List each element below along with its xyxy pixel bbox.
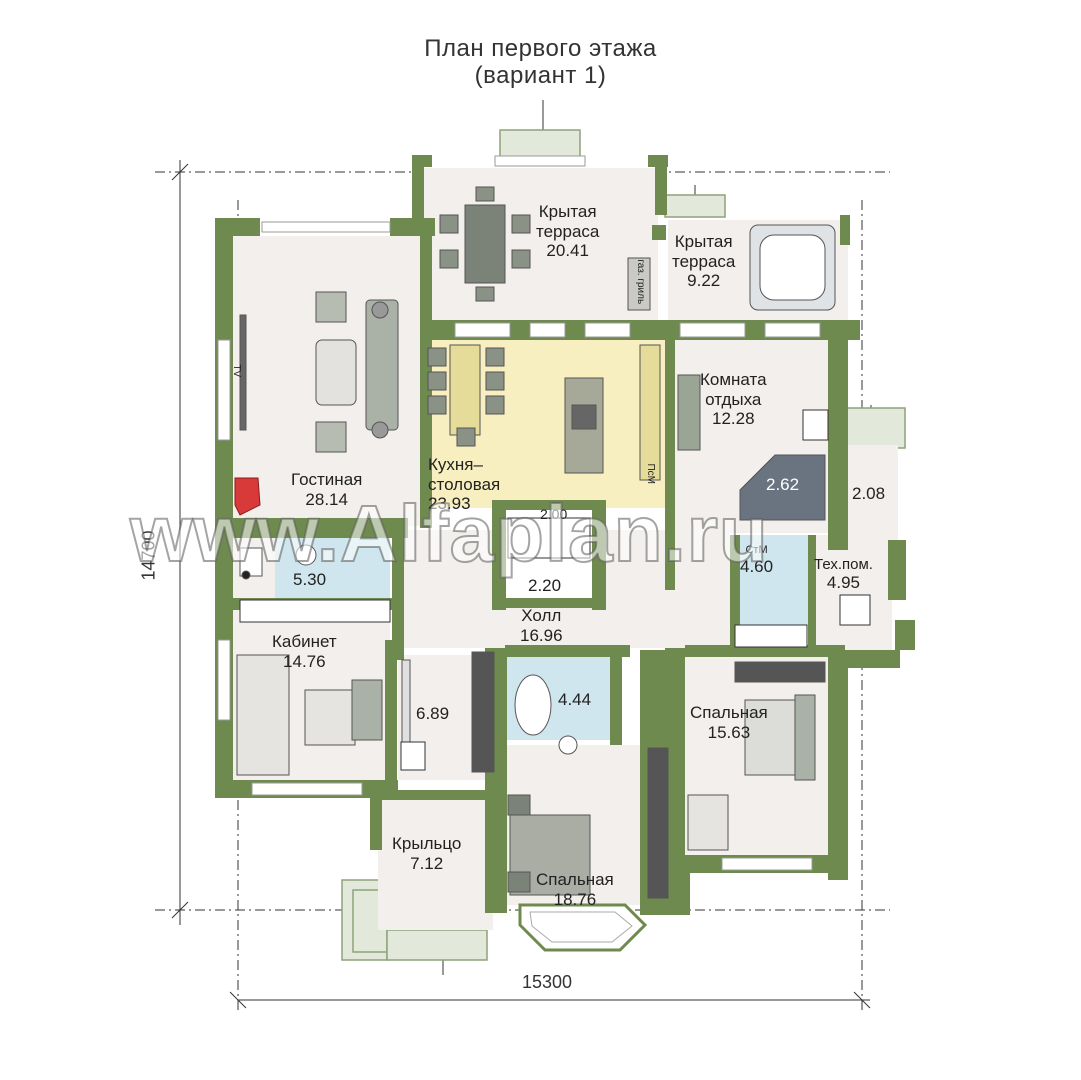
room-area: 2.08 <box>852 484 886 503</box>
room-area: 4.44 <box>558 690 592 709</box>
bay-window <box>518 903 648 952</box>
room-bath: 4.44 <box>558 690 591 710</box>
room-pantry: 2.00 <box>540 506 567 523</box>
room-area: 2.62 <box>766 475 800 494</box>
room-name: Спальная <box>690 703 768 722</box>
grill-label: газ. гриль <box>635 259 647 305</box>
room-wc: 5.30 <box>293 570 326 590</box>
room-area: 7.12 <box>410 853 444 873</box>
room-area: 9.22 <box>687 271 721 291</box>
room-porch-small: 2.08 <box>852 484 885 504</box>
room-name: Холл <box>521 606 562 625</box>
tv-label: TV <box>231 364 243 378</box>
room-name: СтМ <box>745 544 768 556</box>
plan-title-line2: (вариант 1) <box>474 62 607 89</box>
room-area: 23.93 <box>428 494 471 514</box>
room-name: Гостиная <box>291 470 363 489</box>
room-living: Гостиная 28.14 <box>291 470 362 509</box>
room-rest: Комната отдыха 12.28 <box>700 370 767 429</box>
room-wardrobe: 2.20 <box>528 576 561 596</box>
room-name: Крытая терраса <box>672 232 736 271</box>
room-area: 28.14 <box>305 489 348 509</box>
room-tech: Тех.пом. 4.95 <box>814 556 873 593</box>
room-area: 14.76 <box>283 651 326 671</box>
room-area: 2.00 <box>540 506 568 522</box>
room-name: Кабинет <box>272 632 337 651</box>
room-name: Крыльцо <box>392 834 462 853</box>
room-closet: 6.89 <box>416 704 449 724</box>
room-name: Спальная <box>536 870 614 889</box>
room-area: 4.95 <box>826 573 861 593</box>
windows <box>217 155 821 871</box>
room-porch: Крыльцо 7.12 <box>392 834 461 873</box>
room-area: 16.96 <box>520 625 563 645</box>
room-name: Тех.пом. <box>814 556 873 573</box>
furniture <box>234 186 871 899</box>
room-name: Кухня– столовая <box>428 455 501 494</box>
watermark: www.Alfaplan.ru <box>129 488 769 579</box>
room-name: Крытая терраса <box>536 202 600 241</box>
dishwasher-label: ПсМ <box>645 463 657 485</box>
room-terrace-small: Крытая терраса 9.22 <box>672 232 735 291</box>
room-area: 15.63 <box>707 722 751 742</box>
room-area: 20.41 <box>546 241 589 261</box>
room-area: 4.60 <box>740 556 774 576</box>
room-bedroom-bottom: Спальная 18.76 <box>536 870 614 909</box>
room-laundry: СтМ 4.60 <box>740 544 773 576</box>
room-hall: Холл 16.96 <box>520 606 563 645</box>
room-area: 12.28 <box>712 409 755 429</box>
room-terrace-large: Крытая терраса 20.41 <box>536 202 599 261</box>
room-sauna: 2.62 <box>766 475 799 495</box>
room-area: 5.30 <box>293 570 327 589</box>
room-office: Кабинет 14.76 <box>272 632 337 671</box>
room-bedroom-right: Спальная 15.63 <box>690 703 768 742</box>
room-name: Комната отдыха <box>700 370 767 409</box>
room-area: 2.20 <box>528 576 562 595</box>
room-kitchen: Кухня– столовая 23.93 <box>428 455 500 514</box>
plan-title-line1: План первого этажа <box>424 35 657 62</box>
room-area: 6.89 <box>416 704 450 723</box>
room-area: 18.76 <box>553 889 597 909</box>
dimension-width: 15300 <box>522 972 573 992</box>
